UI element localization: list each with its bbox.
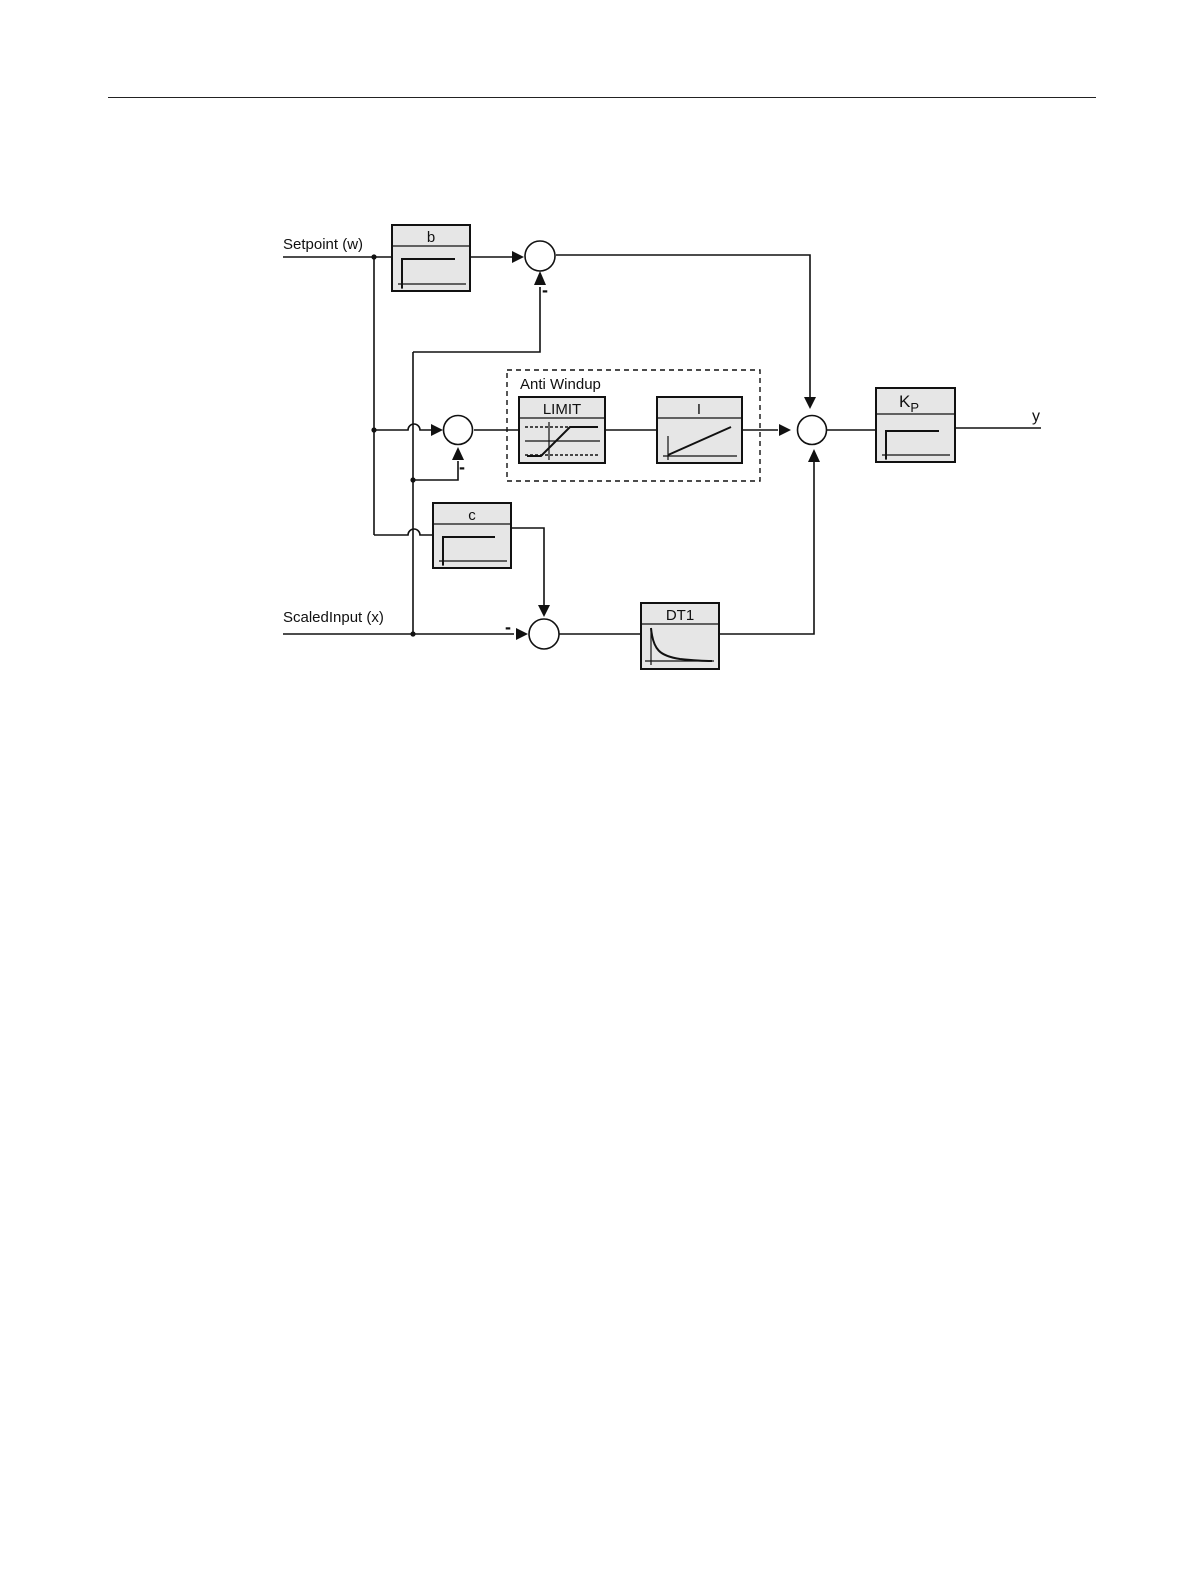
block-kp: KP bbox=[876, 388, 955, 462]
sum-junction-proportional bbox=[525, 241, 555, 271]
block-c: c bbox=[433, 503, 511, 568]
wire-x-to-sum1 bbox=[413, 287, 540, 352]
arrow-into-main-sum-top bbox=[804, 397, 816, 409]
sum-junction-main bbox=[798, 416, 827, 445]
setpoint-input-label: Setpoint (w) bbox=[283, 236, 363, 253]
minus-sign-sum2: - bbox=[459, 457, 465, 477]
arrow-into-sum1-left bbox=[512, 251, 524, 263]
junction-dots bbox=[371, 254, 415, 636]
block-integrator-label: I bbox=[697, 401, 701, 418]
sum-junction-derivative bbox=[529, 619, 559, 649]
summing-junctions bbox=[444, 241, 827, 649]
output-label: y bbox=[1032, 408, 1040, 425]
block-b-label: b bbox=[427, 229, 435, 246]
junction-setpoint-sum2 bbox=[371, 427, 376, 432]
wire-x-to-sum2 bbox=[413, 461, 458, 480]
wire-dt1-to-main-sum bbox=[719, 462, 814, 634]
arrow-into-main-sum-left bbox=[779, 424, 791, 436]
junction-x-input bbox=[410, 631, 415, 636]
wire-setpoint-to-c bbox=[374, 529, 432, 535]
block-dt1: DT1 bbox=[641, 603, 719, 669]
anti-windup-label: Anti Windup bbox=[520, 376, 601, 393]
block-dt1-label: DT1 bbox=[666, 607, 694, 624]
arrow-into-sum3-top bbox=[538, 605, 550, 617]
arrow-into-sum2-left bbox=[431, 424, 443, 436]
arrowheads bbox=[431, 251, 820, 640]
block-integrator: I bbox=[657, 397, 742, 463]
block-b: b bbox=[392, 225, 470, 291]
block-limit-label: LIMIT bbox=[543, 401, 581, 418]
scaled-input-label: ScaledInput (x) bbox=[283, 609, 384, 626]
junction-setpoint bbox=[371, 254, 376, 259]
minus-sign-sum1: - bbox=[542, 280, 548, 300]
arrow-into-main-sum-bottom bbox=[808, 449, 820, 462]
block-kp-label-sub: P bbox=[910, 400, 919, 415]
sum-junction-integral bbox=[444, 416, 473, 445]
minus-sign-sum3: - bbox=[505, 617, 511, 637]
block-limit: LIMIT bbox=[519, 397, 605, 463]
block-kp-label-main: K bbox=[899, 392, 911, 411]
block-c-label: c bbox=[468, 507, 476, 524]
arrow-into-sum3-left bbox=[516, 628, 528, 640]
wire-c-to-sum3 bbox=[511, 528, 544, 606]
wire-setpoint-to-sum2 bbox=[374, 424, 432, 430]
junction-x-sum2 bbox=[410, 477, 415, 482]
